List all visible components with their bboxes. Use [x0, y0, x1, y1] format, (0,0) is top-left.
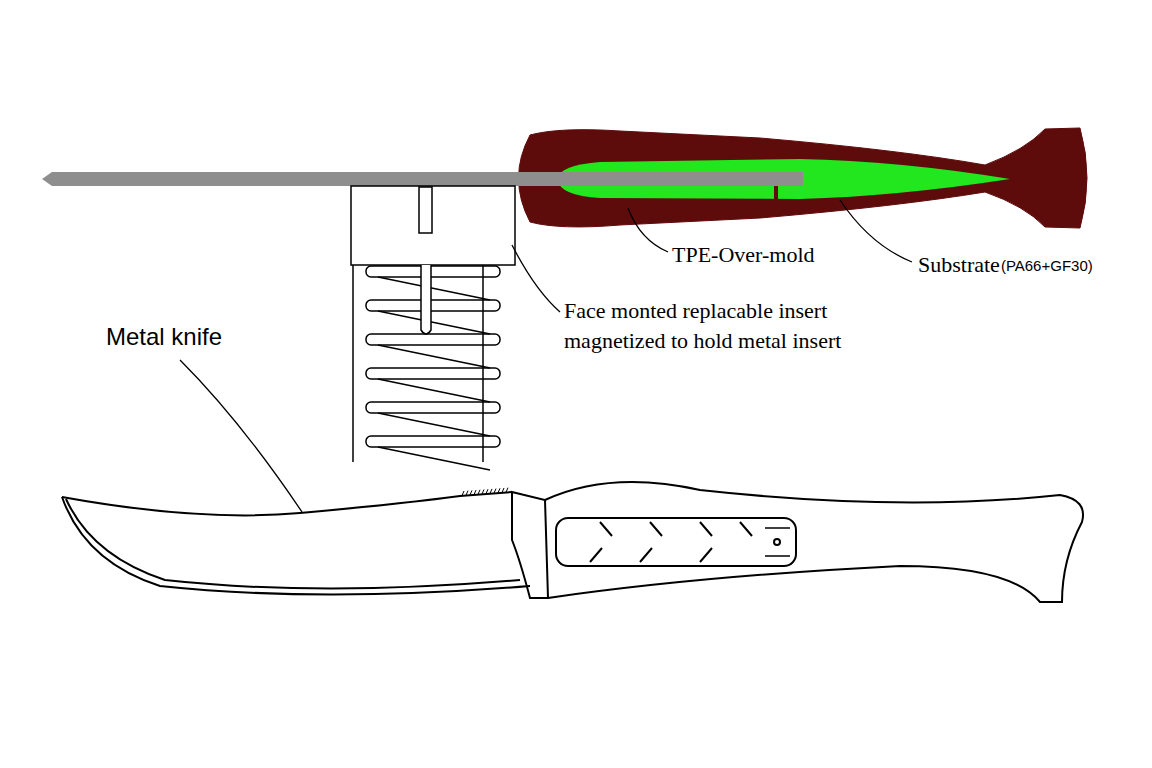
part-label: Metal knife — [106, 322, 222, 352]
magnet-insert — [351, 186, 515, 265]
serration — [490, 489, 492, 494]
serration — [498, 488, 500, 493]
spring-coil — [366, 402, 500, 413]
spring-coil — [378, 311, 490, 334]
insert-pin — [419, 187, 432, 233]
metal-knife — [62, 482, 1083, 602]
spring-coil — [366, 300, 500, 311]
serration — [474, 490, 476, 495]
part-label: Substrate — [918, 250, 1000, 280]
serration — [470, 490, 472, 495]
spring-coil — [378, 447, 490, 470]
screwdriver-shaft — [42, 172, 803, 186]
spring-coil — [366, 436, 500, 447]
spring-guide — [482, 265, 484, 462]
part-label: TPE-Over-mold — [672, 240, 815, 270]
spring-coil — [366, 266, 500, 277]
serration — [462, 488, 508, 496]
lower-pin — [421, 265, 431, 334]
spring-coil — [366, 334, 500, 345]
spring-coil — [378, 413, 490, 436]
material-label: (PA66+GF30) — [1001, 256, 1093, 276]
spring-coil — [378, 379, 490, 402]
serration — [486, 489, 488, 494]
substrate-rib — [774, 186, 778, 212]
serration — [466, 491, 468, 496]
callout-note: Face monted replacable insert magnetized… — [564, 296, 934, 356]
serration — [482, 490, 484, 495]
serration — [478, 490, 480, 495]
leader-line — [180, 200, 912, 512]
spring-coil — [366, 368, 500, 379]
spring-coils — [366, 266, 500, 470]
spring-coil — [378, 277, 490, 300]
serration — [506, 488, 508, 493]
spring-coil — [378, 345, 490, 368]
spring-guide — [352, 265, 354, 462]
serration — [494, 489, 496, 494]
serration — [462, 491, 464, 496]
serration — [502, 488, 504, 493]
